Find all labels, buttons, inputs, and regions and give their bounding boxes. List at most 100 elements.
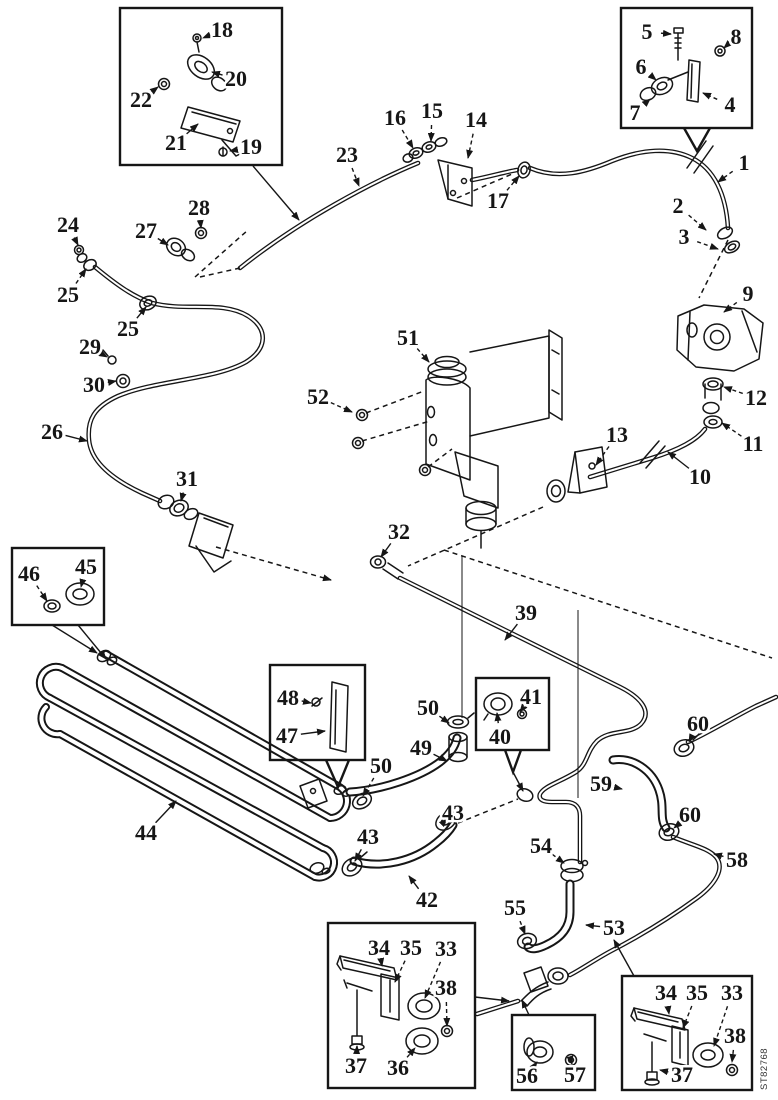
mounting-nuts-52 xyxy=(351,408,432,477)
callout-41: 41 xyxy=(518,682,545,713)
callout-46: 46 xyxy=(16,559,48,602)
bolt-29 xyxy=(107,355,117,365)
callout-57: 57 xyxy=(562,1055,589,1090)
callout-24: 24 xyxy=(55,210,82,246)
nut-30 xyxy=(115,373,131,389)
callout-number: 37 xyxy=(671,1062,693,1087)
callout-number: 26 xyxy=(41,419,63,444)
callout-number: 53 xyxy=(603,915,625,940)
callout-leader xyxy=(667,451,690,469)
callout-leader xyxy=(427,124,435,142)
callout-58: 58 xyxy=(713,845,751,875)
bracket-14 xyxy=(437,159,473,207)
callout-number: 15 xyxy=(421,98,443,123)
callout-number: 52 xyxy=(307,384,329,409)
callout-leader xyxy=(438,715,450,724)
callout-number: 12 xyxy=(745,385,767,410)
callout-37: 37 xyxy=(659,1060,696,1090)
callout-number: 42 xyxy=(416,887,438,912)
hose-assembly-top xyxy=(199,136,741,299)
callout-18: 18 xyxy=(202,15,236,45)
bracket-13 xyxy=(574,446,608,494)
callout-33: 33 xyxy=(424,934,460,999)
callout-number: 16 xyxy=(384,105,406,130)
callout-number: 46 xyxy=(18,561,40,586)
callout-number: 40 xyxy=(489,724,511,749)
reservoir-group xyxy=(351,329,563,549)
fittings-15-16 xyxy=(402,136,448,163)
fitting-49 xyxy=(448,731,468,763)
callout-number: 2 xyxy=(673,193,684,218)
callout-leader xyxy=(529,1061,538,1071)
clamp-54 xyxy=(560,858,589,883)
callout-leader xyxy=(300,728,326,736)
callout-number: 22 xyxy=(130,87,152,112)
callout-42: 42 xyxy=(408,875,441,915)
callout-leader xyxy=(443,1001,451,1027)
callout-number: 43 xyxy=(442,800,464,825)
callout-leader xyxy=(585,922,601,930)
callout-21: 21 xyxy=(163,123,199,158)
drawing-number-caption: ST82768 xyxy=(759,1048,770,1090)
callout-13: 13 xyxy=(595,420,631,466)
fitting-11 xyxy=(702,401,720,415)
callout-number: 32 xyxy=(388,519,410,544)
callout-number: 28 xyxy=(188,195,210,220)
callout-number: 55 xyxy=(504,895,526,920)
callout-number: 38 xyxy=(724,1023,746,1048)
callout-leader xyxy=(723,301,738,313)
callout-number: 38 xyxy=(435,975,457,1000)
callout-number: 31 xyxy=(176,466,198,491)
callout-leader xyxy=(155,800,177,824)
callout-leader xyxy=(613,783,623,791)
callout-leader xyxy=(660,29,672,37)
callout-number: 44 xyxy=(135,820,157,845)
callout-50: 50 xyxy=(362,751,395,797)
clamp-50-lower xyxy=(351,792,373,810)
callout-number: 41 xyxy=(520,684,542,709)
callout-number: 25 xyxy=(57,282,79,307)
callout-leader xyxy=(377,957,385,967)
callout-number: 47 xyxy=(276,723,298,748)
callout-55: 55 xyxy=(502,893,529,935)
callout-number: 19 xyxy=(240,134,262,159)
callout-leader xyxy=(71,236,79,246)
callout-number: 23 xyxy=(336,142,358,167)
callout-leader xyxy=(202,31,212,39)
callout-leader xyxy=(401,129,414,149)
callout-leader xyxy=(380,542,392,558)
callout-number: 59 xyxy=(590,771,612,796)
callout-9: 9 xyxy=(723,279,756,313)
line-art xyxy=(40,27,776,1086)
callout-15: 15 xyxy=(419,96,446,142)
callout-22: 22 xyxy=(128,85,159,115)
callout-32: 32 xyxy=(380,517,413,558)
callout-56: 56 xyxy=(514,1061,541,1091)
inset-clamp-group-bottom-middle xyxy=(326,921,477,1090)
callout-number: 4 xyxy=(725,92,736,117)
callout-number: 24 xyxy=(57,212,79,237)
callout-47: 47 xyxy=(274,721,326,751)
callout-leader xyxy=(717,170,734,183)
clamp-27-28 xyxy=(165,226,208,262)
callout-number: 39 xyxy=(515,600,537,625)
callout-30: 30 xyxy=(81,370,117,400)
callout-7: 7 xyxy=(627,98,651,128)
callout-leader xyxy=(688,733,696,743)
inset-grommet-56-57 xyxy=(510,1013,597,1092)
inset-grommet-left-parts xyxy=(43,582,95,613)
callout-31: 31 xyxy=(174,464,201,502)
callout-number: 43 xyxy=(357,824,379,849)
callout-10: 10 xyxy=(667,451,714,492)
fitting-31-group xyxy=(157,494,332,582)
callout-49: 49 xyxy=(408,733,448,763)
callout-25: 25 xyxy=(115,306,147,344)
callout-16: 16 xyxy=(382,103,414,149)
callout-leader xyxy=(65,434,88,443)
callout-45: 45 xyxy=(73,552,100,588)
callout-60: 60 xyxy=(673,800,704,830)
callout-leader xyxy=(157,237,169,246)
callout-leader xyxy=(688,214,707,231)
callout-number: 30 xyxy=(83,372,105,397)
callout-2: 2 xyxy=(670,191,707,231)
